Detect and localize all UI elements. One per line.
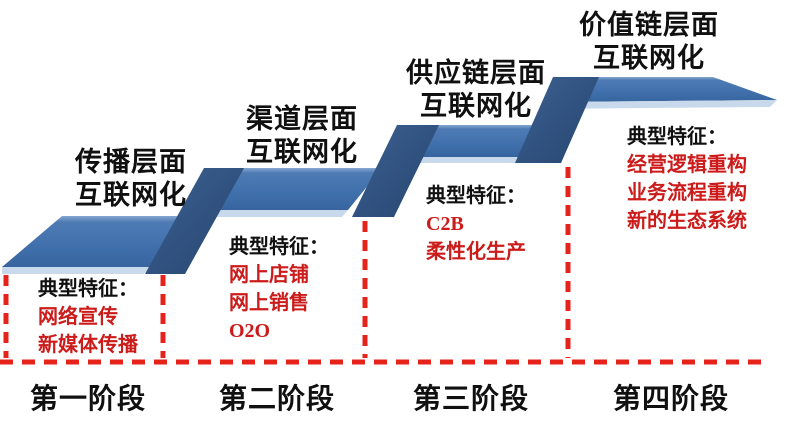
step-4-front-strip [542, 100, 777, 109]
stage-4-features-heading: 典型特征： [627, 126, 727, 148]
stage-4-features: 典型特征： 经营逻辑重构 业务流程重构 新的生态系统 [627, 123, 747, 235]
step-1-title-line2: 互联网化 [75, 180, 187, 210]
step-3-title-line1: 供应链层面 [406, 58, 546, 88]
step-3-tread [410, 125, 551, 157]
stage-2-label: 第二阶段 [218, 384, 336, 415]
stage-4-feature: 经营逻辑重构 [627, 154, 747, 176]
step-3-title: 供应链层面 互联网化 [406, 57, 546, 123]
stage-1-features: 典型特征： 网络宣传 新媒体传播 [38, 275, 138, 359]
step-2-tread [195, 168, 382, 210]
stage-4-feature: 业务流程重构 [627, 182, 747, 204]
step-1-title-line1: 传播层面 [75, 147, 187, 177]
stage-3-features-heading: 典型特征： [426, 185, 526, 207]
riser-3-4 [515, 77, 599, 163]
step-2-front-strip [189, 210, 348, 217]
stage-3-feature: 柔性化生产 [426, 241, 526, 263]
stage-2-feature: 网上销售 [229, 292, 309, 314]
step-4-title: 价值链层面 互联网化 [579, 9, 719, 75]
riser-2-3 [352, 125, 439, 217]
step-1-front-strip [2, 267, 150, 274]
stage-2-feature: 网上店铺 [229, 264, 309, 286]
step-1-title: 传播层面 互联网化 [75, 146, 187, 212]
step-4-title-line2: 互联网化 [593, 43, 705, 73]
stage-1-feature: 网络宣传 [38, 306, 118, 328]
stage-2-feature: O2O [229, 320, 271, 342]
step-2-title-line1: 渠道层面 [246, 104, 358, 134]
stage-3-features: 典型特征： C2B 柔性化生产 [426, 182, 526, 266]
stage-2-features-heading: 典型特征： [229, 236, 329, 258]
stage-2-features: 典型特征： 网上店铺 网上销售 O2O [229, 233, 329, 345]
stage-1-label: 第一阶段 [29, 384, 147, 415]
step-4-tread [545, 77, 777, 102]
stage-4-feature: 新的生态系统 [627, 210, 747, 232]
riser-1-2 [145, 168, 244, 274]
step-4-title-line1: 价值链层面 [579, 10, 719, 40]
stage-1-features-heading: 典型特征： [38, 278, 138, 300]
stage-4-label: 第四阶段 [612, 384, 730, 415]
stage-3-label: 第三阶段 [412, 384, 530, 415]
step-3-front-strip [404, 157, 530, 163]
stage-3-feature: C2B [426, 213, 464, 235]
stage-1-feature: 新媒体传播 [38, 334, 138, 356]
step-2-title: 渠道层面 互联网化 [246, 103, 358, 169]
step-2-title-line2: 互联网化 [246, 137, 358, 167]
step-3-title-line2: 互联网化 [420, 91, 532, 121]
